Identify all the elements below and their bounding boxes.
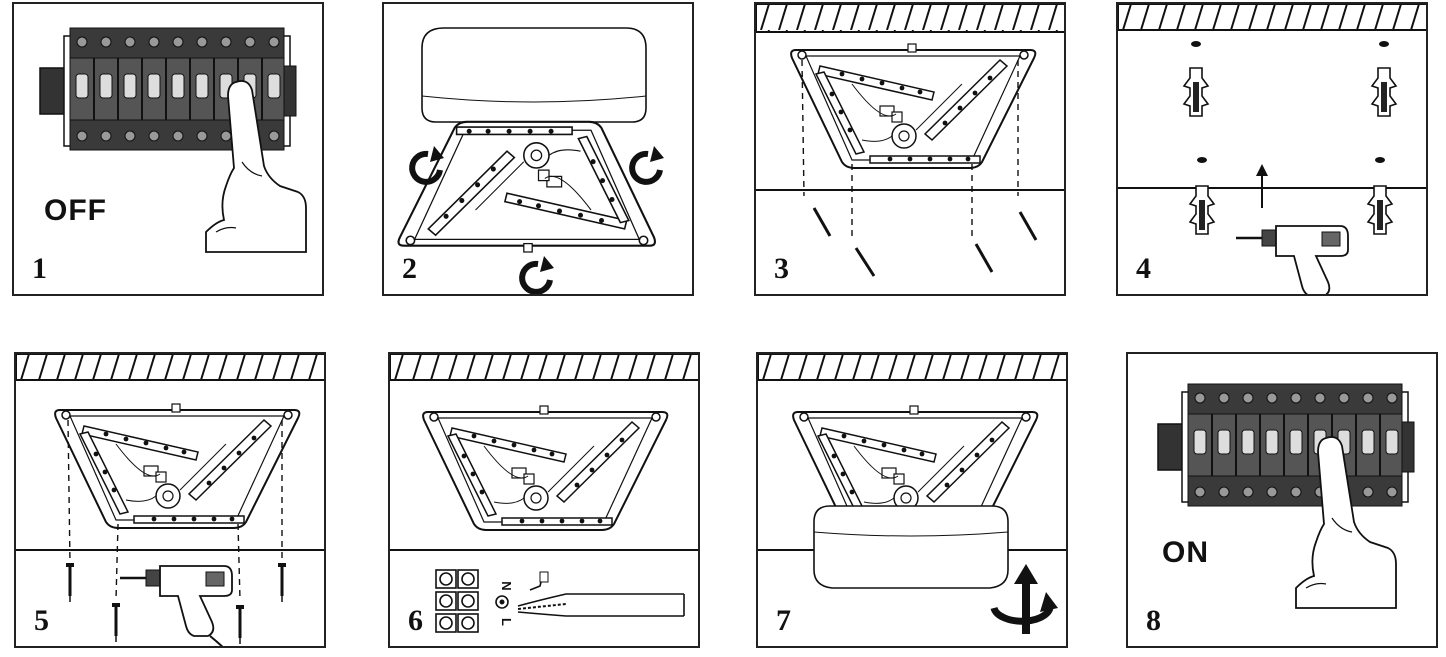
terminal-block-icon [435,569,479,633]
step-4-panel: 4 [1116,2,1428,296]
ceiling-icon [1118,4,1426,31]
lamp-cover-icon [813,505,1009,589]
step-3-panel: 3 [754,2,1066,296]
step-6-panel: N L 6 [388,352,700,648]
step-3-number: 3 [774,252,789,285]
terminal-l-label: L [499,618,514,626]
wall-plug-icon [1183,67,1397,235]
lamp-cover-icon [421,27,647,123]
step-7-panel: 7 [756,352,1068,648]
step-1-label: OFF [44,194,107,227]
ceiling-icon [758,354,1066,381]
terminal-n-label: N [499,581,514,590]
step-1-number: 1 [32,252,47,285]
step-2-number: 2 [402,252,417,285]
drill-icon [1234,224,1350,294]
ceiling-icon [16,354,324,381]
step-6-number: 6 [408,604,423,637]
rotate-arrow-icon [632,146,664,182]
screw-icon [812,207,1038,277]
cable-icon [517,571,685,617]
step-5-panel: 5 [14,352,326,648]
step-8-number: 8 [1146,604,1161,637]
ceiling-icon [756,4,1064,33]
rotate-arrow-icon [990,564,1058,634]
step-8-label: ON [1162,536,1209,569]
step-2-panel: C 2 [382,2,694,296]
step-4-number: 4 [1136,252,1151,285]
lamp-base-icon [54,403,301,529]
step-8-panel: ON 8 [1126,352,1438,648]
lamp-base-icon [422,405,669,531]
step-5-number: 5 [34,604,49,637]
lamp-base-icon [790,43,1037,169]
ceiling-icon [390,354,698,381]
step-1-panel: OFF 1 [12,2,324,296]
rotate-arrow-icon [522,256,554,292]
circuit-breaker-icon [1157,383,1415,507]
step-7-number: 7 [776,604,791,637]
drill-icon [118,564,234,646]
lamp-base-icon [397,120,656,254]
